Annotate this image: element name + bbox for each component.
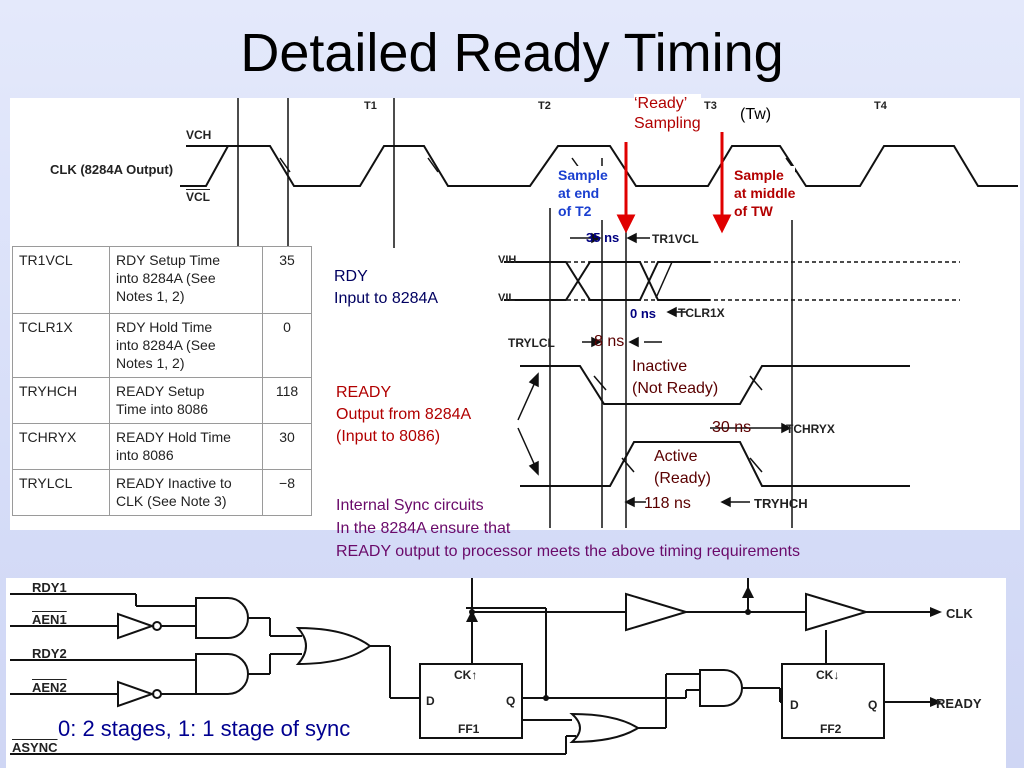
table-cell-value: 35 — [262, 246, 312, 314]
or-gate-1 — [295, 626, 372, 666]
sample-middle-tw-label: Sample at middle of TW — [734, 166, 796, 220]
table-cell-symbol: TRYHCH — [12, 377, 110, 424]
ff1-d-label: D — [426, 694, 435, 708]
ns0-label: 0 ns — [630, 306, 657, 321]
table-cell-symbol: TCHRYX — [12, 423, 110, 470]
ns8-label: 8 ns — [594, 333, 625, 350]
aen1-inverter — [117, 612, 156, 640]
clk-label: CLK (8284A Output) — [50, 162, 174, 177]
t1-label: T1 — [364, 100, 377, 112]
rdy-waveform — [504, 261, 710, 301]
aen1-label: AEN1 — [32, 612, 67, 627]
ready-sampling-label: ‘Ready’ Sampling — [634, 94, 701, 134]
inactive-label: Inactive (Not Ready) — [632, 356, 719, 400]
or-gate-2 — [569, 712, 640, 744]
ready-active-waveform — [520, 441, 910, 487]
ns35-label: 35 ns — [586, 230, 620, 245]
table-cell-value: 118 — [262, 377, 312, 424]
ff2-name-label: FF2 — [820, 722, 842, 736]
vch-label: VCH — [186, 128, 212, 142]
tr1vcl-label: TR1VCL — [652, 232, 699, 246]
ready-output-label: READY Output from 8284A (Input to 8086) — [336, 384, 472, 445]
table-cell-value: 30 — [262, 423, 312, 470]
aen2-inverter — [117, 680, 156, 708]
table-cell-symbol: TR1VCL — [12, 246, 110, 314]
and-gate-1 — [195, 597, 249, 639]
table-cell-symbol: TCLR1X — [12, 313, 110, 378]
ff1-q-label: Q — [506, 694, 516, 708]
rdy2-label: RDY2 — [32, 646, 67, 661]
ns30-label: 30 ns — [712, 419, 752, 436]
trylcl-label: TRYLCL — [508, 336, 555, 350]
clk-buffer-2 — [805, 592, 870, 632]
ff1-name-label: FF1 — [458, 722, 480, 736]
ready-output-label: READY — [936, 696, 982, 711]
sync-explanation: Internal Sync circuits In the 8284A ensu… — [336, 497, 800, 560]
clk-waveform — [180, 145, 1018, 187]
clk-output-label: CLK — [946, 606, 973, 621]
rdy-input-label: RDY Input to 8284A — [334, 268, 439, 307]
vil-label: VIL — [498, 292, 516, 304]
aen2-label: AEN2 — [32, 680, 67, 695]
table-cell-value: −8 — [262, 469, 312, 516]
tw-label: (Tw) — [740, 106, 772, 124]
vih-label: VIH — [498, 254, 517, 266]
ff2-q-label: Q — [868, 698, 878, 712]
sample-end-t2-label: Sample at end of T2 — [558, 166, 608, 220]
ff1-ck-label: CK↑ — [454, 668, 478, 682]
clk-buffer-1 — [625, 592, 690, 632]
t3-label: T3 — [704, 100, 717, 112]
ff2-ck-label: CK↓ — [816, 668, 840, 682]
vcl-label: VCL — [186, 190, 210, 204]
t4-label: T4 — [874, 100, 887, 112]
table-cell-value: 0 — [262, 313, 312, 378]
and-gate-2 — [195, 653, 249, 695]
rdy1-label: RDY1 — [32, 580, 67, 595]
ready-sync-circuit — [10, 578, 942, 755]
ready-inactive-waveform — [520, 365, 910, 405]
t2-label: T2 — [538, 100, 551, 112]
ns118-label: 118 ns — [644, 495, 691, 512]
active-label: Active (Ready) — [654, 448, 711, 487]
tclr1x-label: TCLR1X — [678, 306, 725, 320]
and-gate-3 — [699, 669, 743, 707]
tchryx-label: TCHRYX — [786, 422, 835, 436]
tryhch-label: TRYHCH — [754, 496, 808, 511]
sync-stages-note: 0: 2 stages, 1: 1 stage of sync — [58, 716, 351, 742]
table-cell-symbol: TRYLCL — [12, 469, 110, 516]
async-label: ASYNC — [12, 740, 58, 755]
slide-title: Detailed Ready Timing — [240, 23, 784, 83]
ff2-d-label: D — [790, 698, 799, 712]
